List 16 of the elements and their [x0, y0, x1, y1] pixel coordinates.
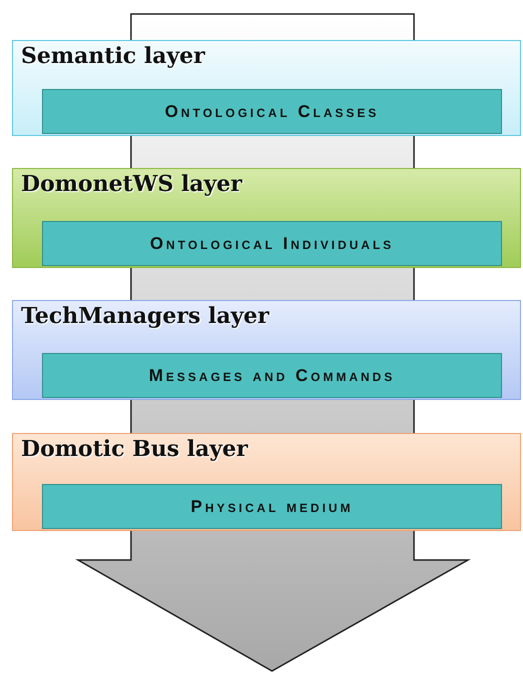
layer-band	[12, 300, 521, 400]
content-box	[42, 484, 502, 529]
layer-band	[12, 168, 521, 268]
layer-band	[12, 433, 521, 531]
content-box	[42, 353, 502, 398]
box-label: Physical medium	[190, 496, 354, 516]
content-box	[42, 89, 502, 134]
layer-title: DomonetWS layer	[21, 171, 242, 197]
layer-band	[12, 40, 521, 136]
content-box	[42, 221, 502, 266]
box-label: Ontological Classes	[164, 102, 380, 122]
box-label: Messages and Commands	[148, 366, 396, 386]
layer-title: Domotic Bus layer	[21, 436, 248, 462]
layer-title: TechManagers layer	[21, 303, 270, 329]
box-label: Ontological Individuals	[150, 234, 394, 254]
layer-title: Semantic layer	[21, 43, 205, 69]
